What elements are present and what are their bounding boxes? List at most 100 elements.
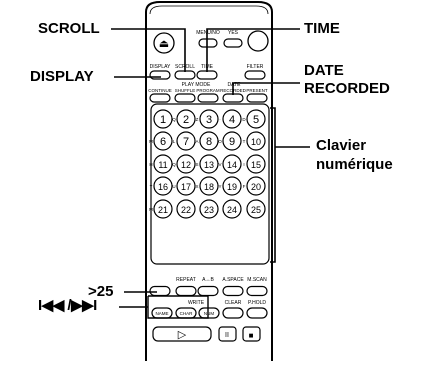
key-13-letter: S bbox=[195, 162, 198, 167]
key-12 bbox=[176, 154, 196, 174]
key-9-label: 9 bbox=[229, 136, 235, 148]
key-8-letter: A bbox=[195, 139, 198, 144]
pause-button bbox=[218, 326, 237, 342]
button-scroll bbox=[174, 70, 196, 80]
button-program bbox=[197, 93, 219, 103]
label-m-scan: M.SCAN bbox=[247, 277, 267, 283]
callout-display: DISPLAY bbox=[30, 68, 94, 85]
key-25 bbox=[246, 199, 266, 219]
key-10 bbox=[246, 131, 266, 151]
pause-icon: II bbox=[225, 332, 229, 339]
key-2 bbox=[176, 109, 196, 129]
label-clear: CLEAR bbox=[225, 300, 242, 306]
key-19-letter: Y bbox=[218, 184, 221, 189]
label-shuffle: SHUFFLE bbox=[175, 88, 196, 93]
key-3-letter: Z bbox=[196, 117, 199, 122]
remote-body bbox=[145, 1, 273, 361]
key-19 bbox=[222, 176, 242, 196]
button-yes bbox=[223, 38, 243, 48]
key-6-letter: M bbox=[149, 139, 153, 144]
button-shuffle bbox=[174, 93, 196, 103]
key-1-label: 1 bbox=[160, 114, 166, 126]
eject-button bbox=[153, 32, 175, 54]
key-16 bbox=[153, 176, 173, 196]
key-4 bbox=[222, 109, 242, 129]
key-20-label: 20 bbox=[251, 182, 261, 192]
callout-skip: I◀◀ /▶▶I bbox=[38, 297, 97, 314]
key-21 bbox=[153, 199, 173, 219]
callout-clavier-line2: numérique bbox=[316, 156, 393, 173]
key-14-letter: V bbox=[218, 162, 221, 167]
button-recorded bbox=[222, 93, 244, 103]
key-18-letter: X bbox=[195, 184, 198, 189]
button-m-scan bbox=[246, 285, 268, 297]
key-22 bbox=[176, 199, 196, 219]
callout-over25: >25 bbox=[88, 283, 114, 300]
key-17-label: 17 bbox=[181, 182, 191, 192]
play-icon: ▷ bbox=[178, 329, 187, 341]
key-13-label: 13 bbox=[204, 160, 214, 170]
key-7 bbox=[176, 131, 196, 151]
button-a-b bbox=[197, 285, 219, 297]
key-5-letter: D bbox=[242, 117, 246, 122]
label-display: DISPLAY bbox=[150, 64, 171, 70]
key-12-letter: Q bbox=[172, 162, 176, 167]
key-18-label: 18 bbox=[204, 182, 214, 192]
button-present bbox=[246, 93, 268, 103]
button-continue bbox=[149, 93, 171, 103]
key-17 bbox=[176, 176, 196, 196]
key-20-letter: F bbox=[243, 184, 246, 189]
key-21-label: 21 bbox=[158, 205, 168, 215]
button-filter bbox=[244, 70, 266, 80]
key-4-label: 4 bbox=[229, 114, 235, 126]
key-23 bbox=[199, 199, 219, 219]
key-9 bbox=[222, 131, 242, 151]
label-repeat: REPEAT bbox=[176, 277, 196, 283]
label-continue: CONTINUE bbox=[148, 88, 172, 93]
key-18 bbox=[199, 176, 219, 196]
callout-date-recorded-line1: DATE bbox=[304, 62, 344, 79]
keypad-frame bbox=[150, 103, 270, 265]
key-6 bbox=[153, 131, 173, 151]
button-repeat bbox=[175, 285, 197, 297]
key-5 bbox=[246, 109, 266, 129]
key-24-label: 24 bbox=[227, 205, 237, 215]
play-button bbox=[152, 326, 212, 342]
key-20 bbox=[246, 176, 266, 196]
label-p-hold: P.HOLD bbox=[248, 300, 266, 306]
button-num-text: NUM bbox=[204, 311, 214, 316]
key-15 bbox=[246, 154, 266, 174]
callout-clavier-numerique: Clavier numérique bbox=[316, 136, 393, 174]
key-7-letter: L bbox=[173, 139, 176, 144]
button-display bbox=[149, 70, 171, 80]
label-a-space: A.SPACE bbox=[222, 277, 244, 283]
key-4-letter: · bbox=[219, 117, 221, 122]
key-24 bbox=[222, 199, 242, 219]
label-filter: FILTER bbox=[247, 64, 264, 70]
key-14-label: 14 bbox=[227, 160, 237, 170]
label-yes: YES bbox=[228, 30, 239, 36]
key-23-label: 23 bbox=[204, 205, 214, 215]
label-play-mode: PLAY MODE bbox=[182, 82, 211, 88]
key-6-label: 6 bbox=[160, 136, 166, 148]
key-10-label: 10 bbox=[251, 137, 261, 147]
key-3-label: 3 bbox=[206, 114, 212, 126]
button-25 bbox=[149, 285, 171, 297]
callout-time: TIME bbox=[304, 20, 340, 37]
key-19-label: 19 bbox=[227, 182, 237, 192]
key-7-label: 7 bbox=[183, 136, 189, 148]
key-22-label: 22 bbox=[181, 205, 191, 215]
date-recorded-leader bbox=[232, 82, 300, 95]
button-a-space bbox=[222, 285, 244, 297]
key-16-label: 16 bbox=[158, 182, 168, 192]
label-date: DATE bbox=[228, 82, 242, 88]
stop-icon: ■ bbox=[249, 331, 254, 340]
callout-scroll: SCROLL bbox=[38, 20, 100, 37]
remote-body-inner-top bbox=[149, 5, 269, 15]
button-clear bbox=[222, 307, 244, 319]
key-1 bbox=[153, 109, 173, 129]
skip-bracket bbox=[147, 295, 209, 319]
key-16-letter: Y bbox=[149, 184, 152, 189]
